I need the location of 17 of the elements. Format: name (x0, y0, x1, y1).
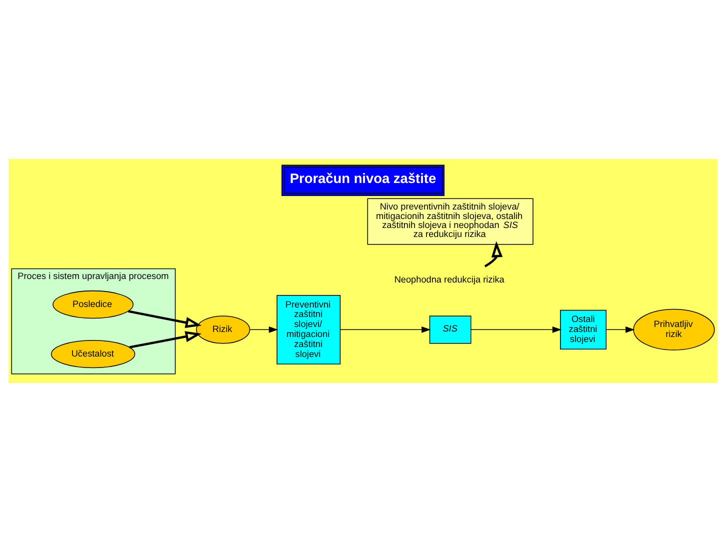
arrow (128, 310, 202, 328)
arrow (340, 326, 431, 333)
node-ellipse: Prihvatljiv rizik (633, 308, 715, 350)
arrow (606, 326, 635, 333)
node-box: Preventivni zaštitni slojevi/ mitigacioni zaštitni slojevi (276, 295, 341, 364)
node-ellipse: Posledice (52, 290, 134, 319)
arrow (484, 241, 503, 268)
diagram-title: Proračun nivoa zaštite (290, 170, 436, 186)
arrow (129, 331, 202, 348)
node-box: Nivo preventivnih zaštitnih slojeva/ mitigacionih zaštitnih slojeva, ostalih zaštitnih slojeva i neophodan SIS za redukciju rizika (367, 198, 534, 245)
node-box: SIS (429, 316, 472, 344)
node-box: Ostali zaštitni slojevi (560, 310, 606, 350)
node-ellipse: Učestalost (50, 340, 136, 368)
arrow (249, 326, 278, 333)
node-ellipse: Rizik (196, 316, 250, 344)
node-text: Neophodna redukcija rizika (394, 274, 504, 285)
arrow (470, 326, 562, 333)
